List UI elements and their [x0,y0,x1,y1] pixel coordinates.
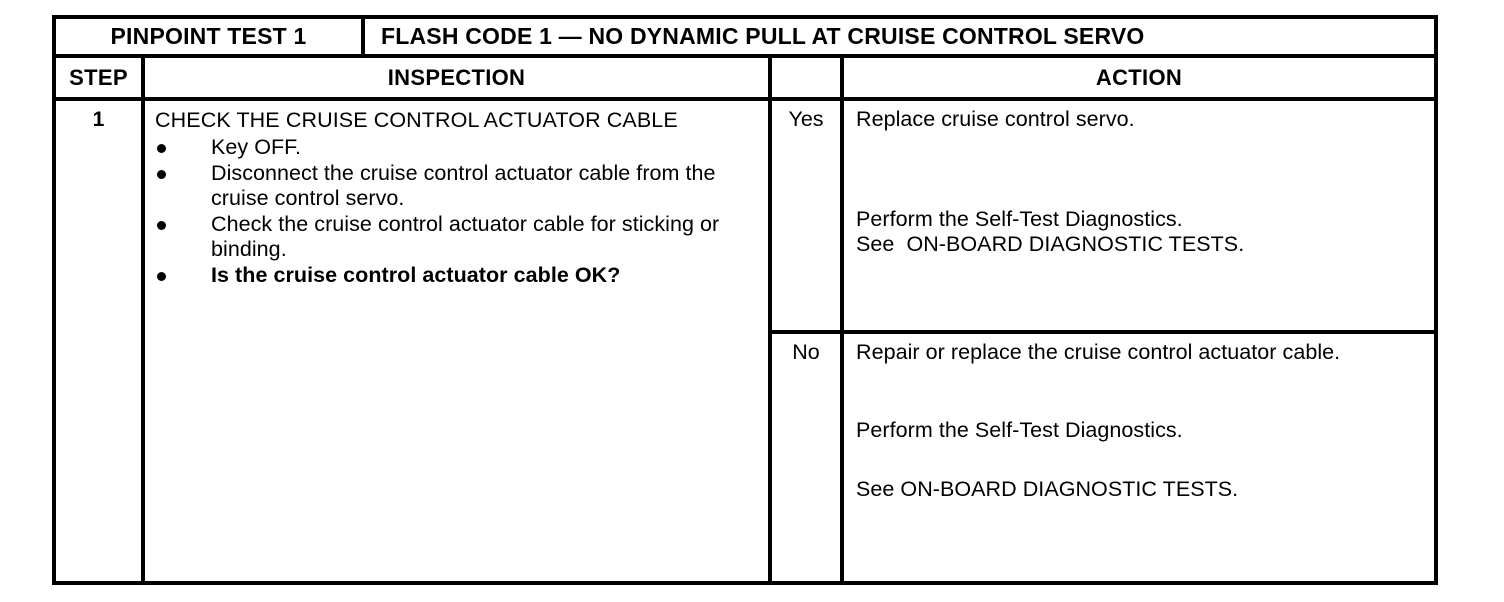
spacer [856,133,1424,207]
action-line: Replace cruise control servo. [856,107,1135,131]
pinpoint-test-cell: PINPOINT TEST 1 [56,19,365,54]
action-line: Perform the Self-Test Diagnostics. [856,417,1183,442]
column-header-action: ACTION [844,58,1434,97]
inspection-bullet-list: Key OFF. Disconnect the cruise control a… [155,135,758,288]
inspection-heading: CHECK THE CRUISE CONTROL ACTUATOR CABLE [155,108,678,132]
spacer [856,443,1424,477]
flash-code-cell: FLASH CODE 1 — NO DYNAMIC PULL AT CRUISE… [365,19,1434,54]
pinpoint-test-table: PINPOINT TEST 1 FLASH CODE 1 — NO DYNAMI… [52,15,1438,585]
answer-label-yes: Yes [788,107,824,131]
answer-label-no-cell: No [772,334,844,581]
answer-label-no: No [792,340,820,364]
action-cell-yes: Replace cruise control servo. Perform th… [844,101,1434,330]
bullet-icon [157,271,166,281]
column-header-inspection: INSPECTION [145,58,772,97]
table-title-row: PINPOINT TEST 1 FLASH CODE 1 — NO DYNAMI… [56,19,1434,58]
list-item: Disconnect the cruise control actuator c… [155,161,758,212]
bullet-icon [157,220,166,230]
list-item: Is the cruise control actuator cable OK? [155,263,758,289]
column-header-action-label: ACTION [1095,64,1183,90]
action-cell-no: Repair or replace the cruise control act… [844,334,1434,581]
action-line: See ON-BOARD DIAGNOSTIC TESTS. [856,477,1239,501]
answer-label-yes-cell: Yes [772,101,844,330]
column-header-answer-spacer [772,58,844,97]
spacer [856,366,1424,418]
list-item: Key OFF. [155,135,758,161]
action-column: Yes Replace cruise control servo. Perfor… [772,101,1434,581]
bullet-icon [157,144,166,153]
inspection-cell: CHECK THE CRUISE CONTROL ACTUATOR CABLE … [145,101,772,581]
pinpoint-test-label: PINPOINT TEST 1 [110,23,307,49]
step-number: 1 [92,108,105,131]
list-item-text: Check the cruise control actuator cable … [211,211,720,262]
list-item-text: Key OFF. [211,135,302,159]
answer-block-no: No Repair or replace the cruise control … [772,334,1434,581]
list-item-text: Is the cruise control actuator cable OK? [211,262,621,287]
list-item-text: Disconnect the cruise control actuator c… [211,160,716,211]
column-header-step: STEP [56,58,145,97]
action-line: Repair or replace the cruise control act… [856,340,1341,364]
step-number-cell: 1 [56,101,145,581]
action-line: See ON-BOARD DIAGNOSTIC TESTS. [856,232,1245,256]
column-header-step-label: STEP [69,64,128,90]
action-line: Perform the Self-Test Diagnostics. [856,206,1183,231]
answer-block-yes: Yes Replace cruise control servo. Perfor… [772,101,1434,334]
table-row: 1 CHECK THE CRUISE CONTROL ACTUATOR CABL… [56,101,1434,581]
flash-code-label: FLASH CODE 1 — NO DYNAMIC PULL AT CRUISE… [381,23,1145,49]
bullet-icon [157,169,166,179]
column-header-row: STEP INSPECTION ACTION [56,58,1434,101]
list-item: Check the cruise control actuator cable … [155,212,758,263]
column-header-inspection-label: INSPECTION [387,64,526,90]
